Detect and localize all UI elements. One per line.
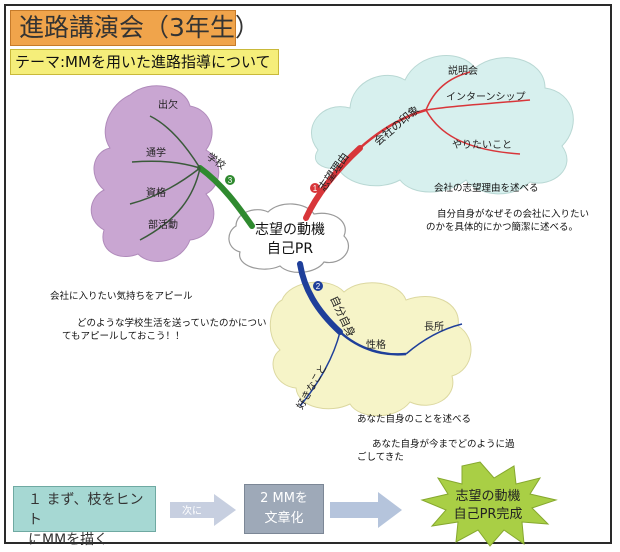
branch-bottom-leaf1-label: 長所 [424,321,444,333]
badge-left-number: 3 [228,176,233,185]
flow-arrow-1 [170,494,236,526]
result-line2: 自己PR完成 [454,507,523,522]
badge-left [225,175,235,185]
flow-step-2-box: 2 MMを 文章化 [244,484,324,534]
slide-title: 進路講演会（3年生） [10,10,260,46]
left-note-1: 会社に入りたい気持ちをアピール [50,291,193,302]
badge-top [310,183,320,193]
branch-top-leaf1-label: 説明会 [448,64,478,77]
branch-left-leaf1 [149,115,201,169]
badge-bottom-number: 2 [316,282,321,291]
cloud-center [228,203,350,273]
branch-left-leaf1-label: 出欠 [158,98,178,111]
flow-step-1-line2: にMMを描く [28,532,109,548]
branch-left-leaf2 [131,160,201,169]
cloud-left [90,85,220,262]
bottom-note-2b: ごしてきた [357,452,404,463]
badge-bottom [313,281,323,291]
center-line2: 自己PR [267,241,313,257]
branch-bottom-sub-label: 性格 [366,338,386,351]
branch-top-leaf2-label: インターンシップ [446,91,526,103]
flow-step-2-line1: 2 MMを [260,491,308,506]
branch-left-main [197,165,255,229]
top-note-2a: 自分自身がなぜその会社に入りたい [437,209,590,220]
branch-bottom-leaf1 [405,323,463,355]
top-note-1: 会社の志望理由を述べる [434,183,539,194]
left-note-2a: どのような学校生活を送っていたのかについ [77,318,267,329]
branch-left-leaf2-label: 通学 [146,146,166,159]
branch-left-leaf3 [129,167,201,205]
bottom-note-2a: あなた自身が今までどのように過 [372,439,515,450]
result-starburst [420,461,558,547]
branch-top-leaf3-label: やりたいこと [452,139,512,151]
branch-top-main [303,145,363,221]
center-line1: 志望の動機 [255,222,325,238]
branch-bottom-leaf2 [299,331,341,407]
left-note-2b: てもアピールしておこう！！ [62,331,185,342]
branch-left-leaf4-label: 部活動 [148,218,178,231]
result-line1: 志望の動機 [455,488,520,504]
flow-arrow-2 [330,492,402,528]
badge-top-number: 1 [313,184,318,193]
bottom-note-1: あなた自身のことを述べる [357,414,472,425]
branch-bottom-main [297,261,343,335]
branch-bottom-sub [339,331,407,356]
branch-left-leaf4 [139,167,201,241]
branch-top-sub [359,108,427,149]
flow-step-1-box: １ まず、枝をヒント にMMを描く [13,486,156,548]
theme-banner: テーマ:MMを用いた進路指導について [10,49,279,75]
branch-top-leaf1 [425,71,471,111]
flow-arrow-1-label: 次に [182,504,202,517]
branch-left-leaf3-label: 資格 [146,186,166,199]
flow-step-1-line1: １ まず、枝をヒント [28,492,144,528]
flow-step-2-line2: 文章化 [264,511,304,526]
cloud-top [311,55,574,195]
top-note-2b: のかを具体的にかつ簡潔に述べる。 [426,222,579,233]
branch-top-leaf2 [425,99,531,111]
branch-top-leaf3 [425,109,521,155]
